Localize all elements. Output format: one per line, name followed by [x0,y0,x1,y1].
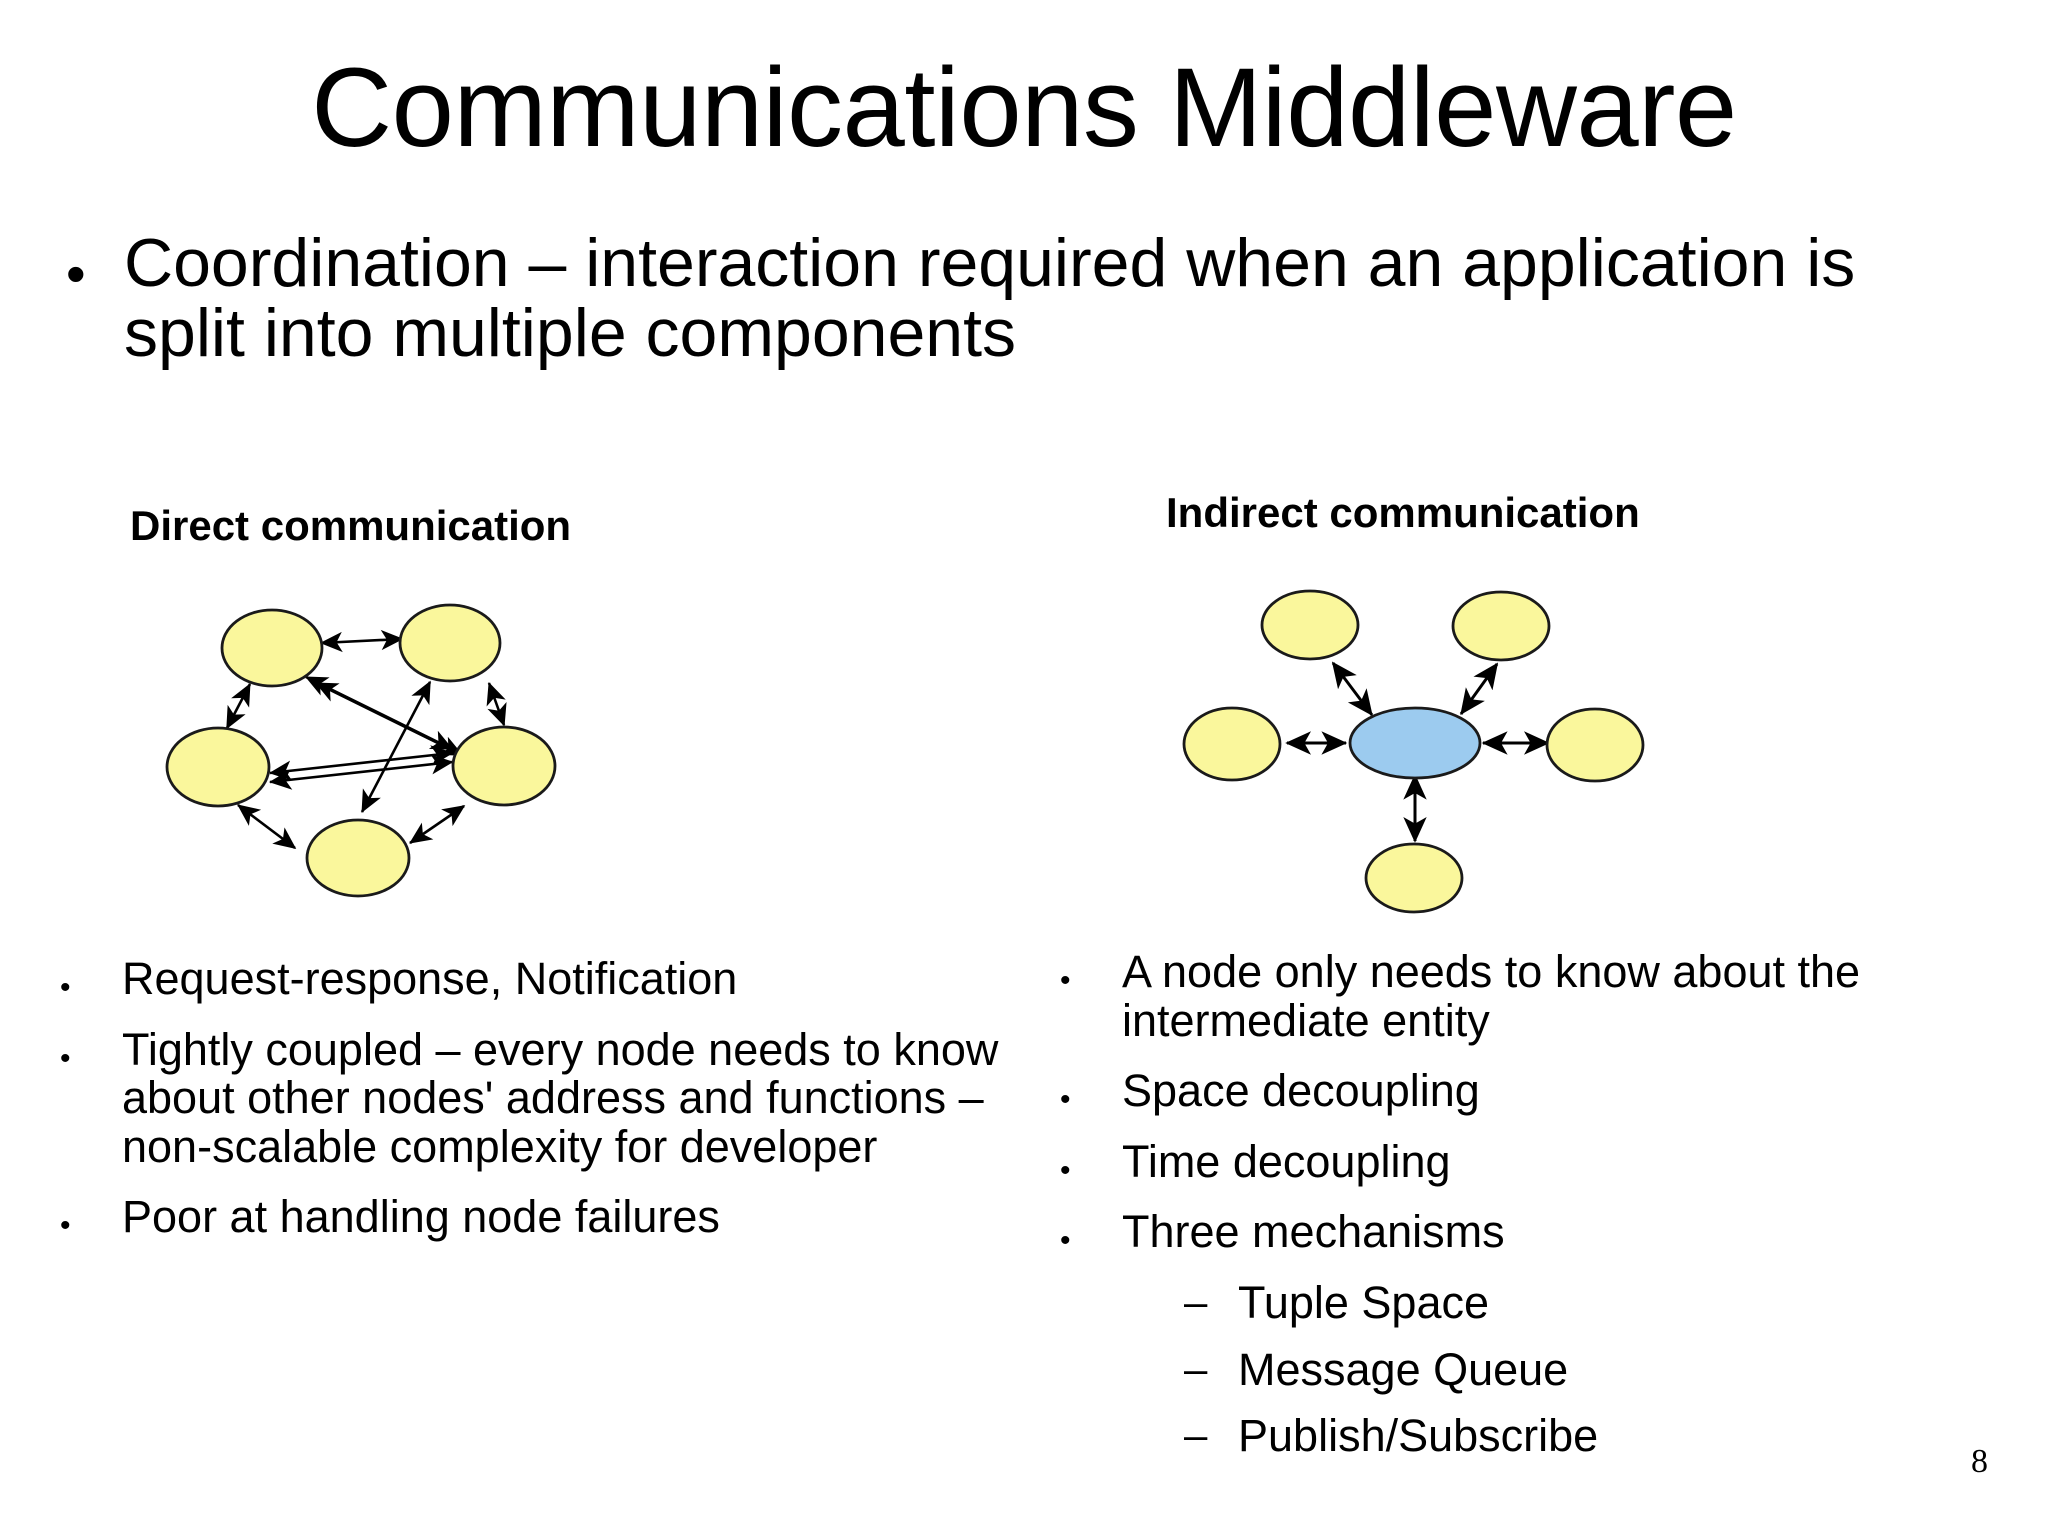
mesh-node [305,818,411,898]
lead-bullet: • Coordination – interaction required wh… [66,228,1946,368]
mesh-node [165,726,271,808]
list-item-label: Space decoupling [1122,1065,1480,1117]
list-item: • Time decoupling [1060,1135,2020,1187]
direct-communication-diagram [100,560,620,960]
sub-list-item: – Publish/Subscribe [1184,1412,2020,1461]
list-item: • A node only needs to know about the in… [1060,946,2020,1046]
heading-indirect-communication: Indirect communication [1166,489,1640,536]
list-item-label: Time decoupling [1122,1135,1451,1187]
bullet-marker-icon: • [1060,1083,1071,1117]
mesh-nodes [165,603,557,898]
bullet-marker-icon: • [60,1209,71,1243]
star-node [1260,589,1360,661]
list-item-label: A node only needs to know about the inte… [1122,946,1861,1046]
mesh-edge [225,683,252,730]
list-item-label: Three mechanisms [1122,1206,1505,1258]
mesh-edge [237,803,297,850]
sub-list-item: – Message Queue [1184,1343,2020,1395]
mesh-edge [486,682,507,727]
mesh-node [220,608,324,688]
mesh-node [398,603,502,683]
indirect-communication-bullets: • A node only needs to know about the in… [1060,946,2020,1479]
mesh-edge [268,754,454,790]
mesh-edge [409,804,466,845]
bullet-marker-icon: • [60,971,71,1004]
dash-marker-icon: – [1184,1277,1208,1325]
list-item-label: Poor at handling node failures [122,1191,720,1243]
bullet-marker-icon: • [60,1041,71,1075]
mesh-node [451,725,557,807]
sub-list-item-label: Publish/Subscribe [1238,1410,1599,1462]
bullet-marker-icon: • [1060,1224,1071,1258]
mesh-edge [360,680,432,813]
bullet-marker-icon: • [1060,964,1071,997]
page-title: Communications Middleware [311,45,1737,170]
list-item: • Tightly coupled – every node needs to … [60,1023,1010,1172]
heading-direct-communication: Direct communication [130,502,572,549]
page-number: 8 [1971,1443,1988,1480]
star-edge [1331,661,1374,716]
star-nodes [1182,589,1645,914]
list-item-label: Request-response, Notification [122,953,738,1004]
sub-list-item-label: Message Queue [1238,1343,1569,1395]
star-edge [1459,662,1499,715]
intermediate-entity-hub-node [1348,706,1482,780]
star-node [1545,707,1645,783]
list-item: • Space decoupling [1060,1067,2020,1116]
dash-marker-icon: – [1184,1411,1208,1459]
star-node [1182,706,1282,782]
bullet-marker-icon: • [66,242,86,305]
list-item: • Poor at handling node failures [60,1193,1010,1242]
mesh-edge [305,675,454,751]
star-node [1451,590,1551,662]
mesh-edge [319,629,404,653]
mesh-topology-svg [165,603,557,898]
indirect-communication-diagram [1170,575,1690,935]
bullet-marker-icon: • [1060,1153,1071,1187]
sub-list-item: – Tuple Space [1184,1276,2020,1328]
dash-marker-icon: – [1184,1344,1208,1392]
list-item: • Request-response, Notification [60,953,1010,1004]
lead-bullet-text: Coordination – interaction required when… [124,225,1856,372]
star-edges [1285,661,1550,843]
list-item: • Three mechanisms [1060,1208,2020,1257]
list-item-label: Tightly coupled – every node needs to kn… [122,1023,999,1172]
mesh-edge [268,745,454,781]
direct-communication-bullets: • Request-response, Notification • Tight… [60,953,1010,1264]
star-node [1364,842,1464,914]
mesh-edges [225,629,507,850]
star-topology-svg [1182,589,1645,914]
sub-list-item-label: Tuple Space [1238,1276,1489,1328]
